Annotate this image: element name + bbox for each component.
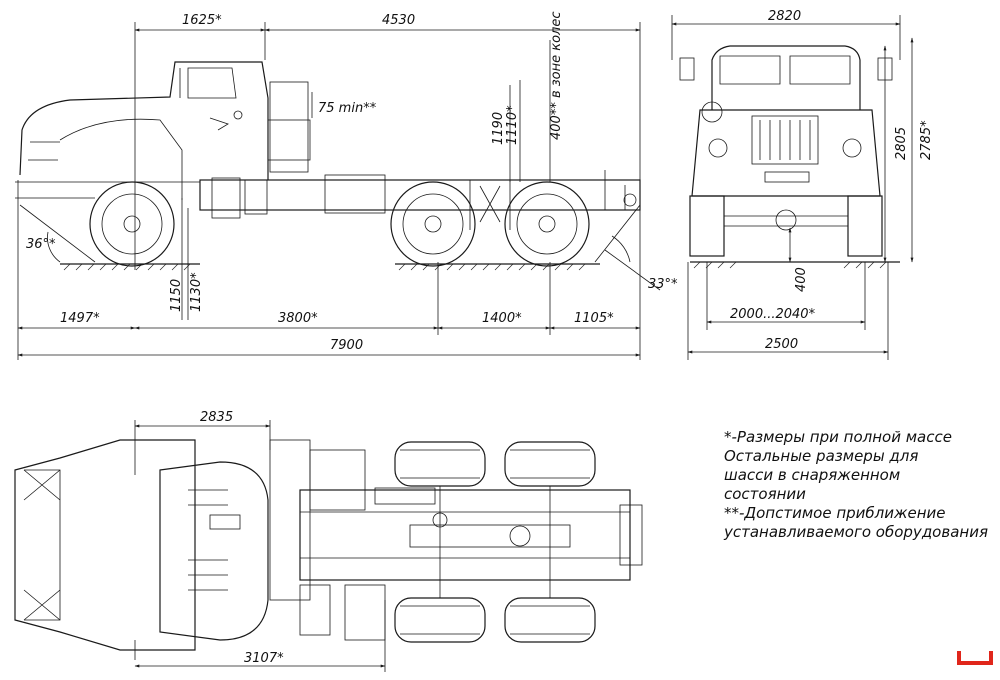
dim-angle-rear: 33°* <box>648 277 678 292</box>
note-allowed-approach: **-Допстимое приближение <box>724 504 946 522</box>
dim-h1130: 1130* <box>189 272 204 312</box>
ground-line <box>60 263 600 271</box>
note-full-mass: *-Размеры при полной массе <box>724 428 952 446</box>
dim-top-3107: 3107* <box>244 651 284 666</box>
top-wheels <box>394 441 596 643</box>
angle-lines <box>19 204 661 291</box>
front-axle-and-wheels <box>689 195 883 257</box>
top-dimension-lines <box>134 420 386 672</box>
dim-track: 2000...2040* <box>730 307 816 322</box>
front-dimension-lines <box>671 15 914 360</box>
dim-h2785: 2785* <box>919 120 934 160</box>
dim-wheel-zone: 400** в зоне колес <box>549 12 564 141</box>
drawing-notes: *-Размеры при полной массе Остальные раз… <box>724 428 994 542</box>
dim-rear-overhang: 1105* <box>574 311 614 326</box>
chassis-frame <box>15 170 641 230</box>
dim-wheelbase: 3800* <box>278 311 318 326</box>
top-view: 2835 3107* <box>14 410 643 672</box>
red-corner-mark <box>957 651 993 665</box>
top-frame <box>299 449 643 641</box>
front-view: 2820 2805 2785* 400 2000...2040* 2500 <box>671 9 934 360</box>
note-installed-equipment: устанавливаемого оборудования <box>724 523 988 541</box>
dim-bogie: 1400* <box>482 311 522 326</box>
dim-top-2835: 2835 <box>200 410 233 425</box>
top-cab-and-hood <box>14 439 311 651</box>
truck-cab <box>19 61 311 200</box>
dim-h2805: 2805 <box>894 127 909 160</box>
dim-front-overhang: 1497* <box>60 311 100 326</box>
dim-h400: 400 <box>794 267 809 292</box>
dim-front-width: 2820 <box>768 9 801 24</box>
dim-h1190: 1190 <box>491 112 506 145</box>
note-other-dims: Остальные размеры для <box>724 447 919 465</box>
dim-total-length: 7900 <box>330 338 363 353</box>
dim-wheelbase-section: 4530 <box>382 13 415 28</box>
note-chassis-state: шасси в снаряженном <box>724 466 901 484</box>
front-cab <box>679 45 893 197</box>
side-wheels <box>89 181 590 267</box>
side-view: 1625* 4530 75 min** 1190 1110* 400** в з… <box>15 12 678 360</box>
dim-angle-front: 36°* <box>26 237 56 252</box>
dim-h1150: 1150 <box>169 279 184 312</box>
dim-vertical-75: 75 min** <box>318 101 377 116</box>
dim-total-width: 2500 <box>765 337 798 352</box>
dim-cab-length: 1625* <box>182 13 222 28</box>
dim-h1110: 1110* <box>505 105 520 145</box>
side-dimension-lines <box>17 22 641 360</box>
note-condition: состоянии <box>724 485 806 503</box>
